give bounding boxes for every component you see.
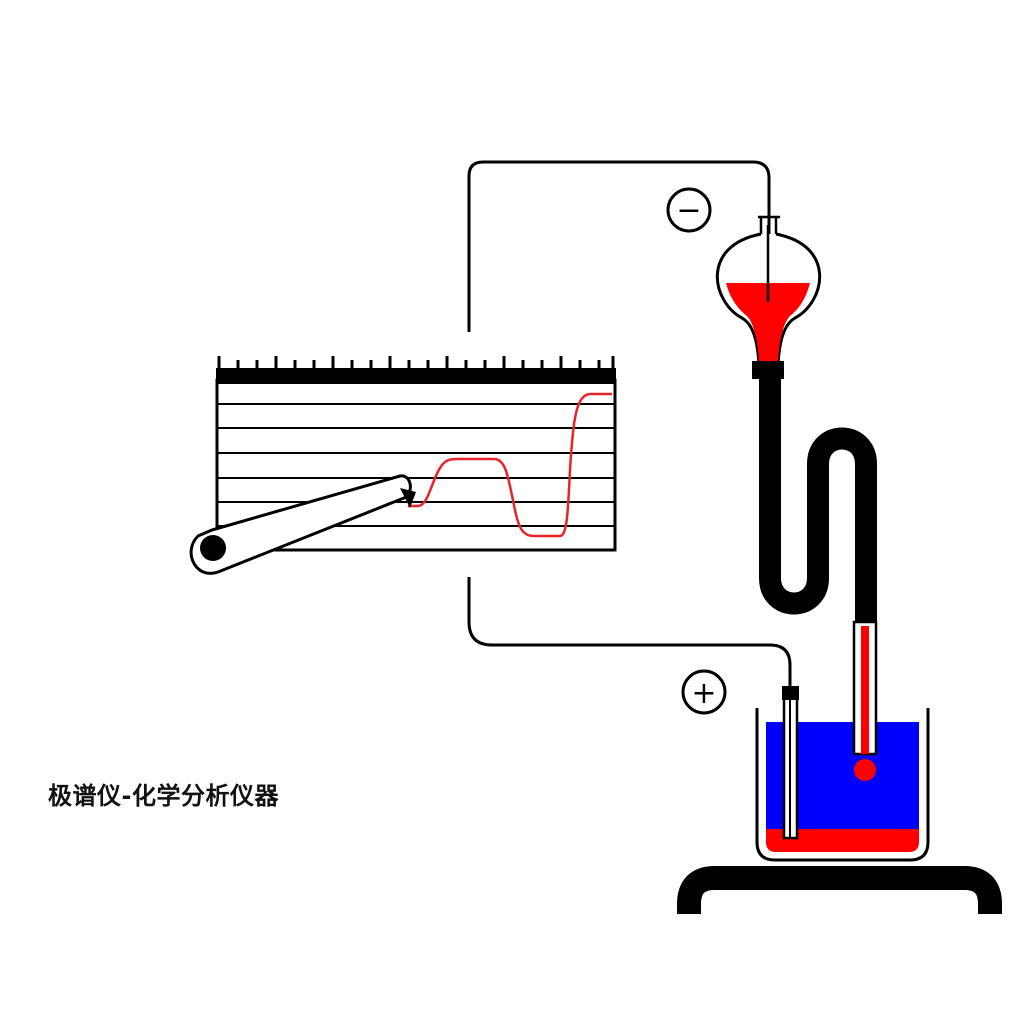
- stylus-arm-icon: [189, 474, 416, 575]
- mercury-drop: [854, 759, 876, 781]
- stand-icon: [677, 866, 1002, 914]
- rubber-tubing: [759, 376, 877, 630]
- drum-ruler: [216, 368, 616, 384]
- polarogram-trace: [408, 392, 612, 538]
- mercury-pool: [766, 829, 919, 852]
- stylus-pivot: [200, 535, 226, 561]
- svg-text:+: +: [691, 676, 716, 711]
- svg-text:−: −: [676, 193, 701, 228]
- capillary-electrode-icon: [852, 620, 878, 781]
- reference-electrode-icon: [782, 686, 799, 840]
- positive-wire: [467, 577, 792, 688]
- positive-terminal-icon: +: [681, 669, 727, 715]
- negative-wire: [467, 160, 771, 332]
- recording-drum-icon: [215, 356, 617, 552]
- negative-terminal-icon: −: [666, 187, 712, 233]
- reservoir-collar: [752, 361, 784, 379]
- caption: 极谱仪-化学分析仪器: [48, 782, 279, 810]
- ruler-ticks: [217, 356, 615, 370]
- mercury-reservoir-icon: [715, 215, 822, 379]
- beaker-icon: [755, 708, 930, 862]
